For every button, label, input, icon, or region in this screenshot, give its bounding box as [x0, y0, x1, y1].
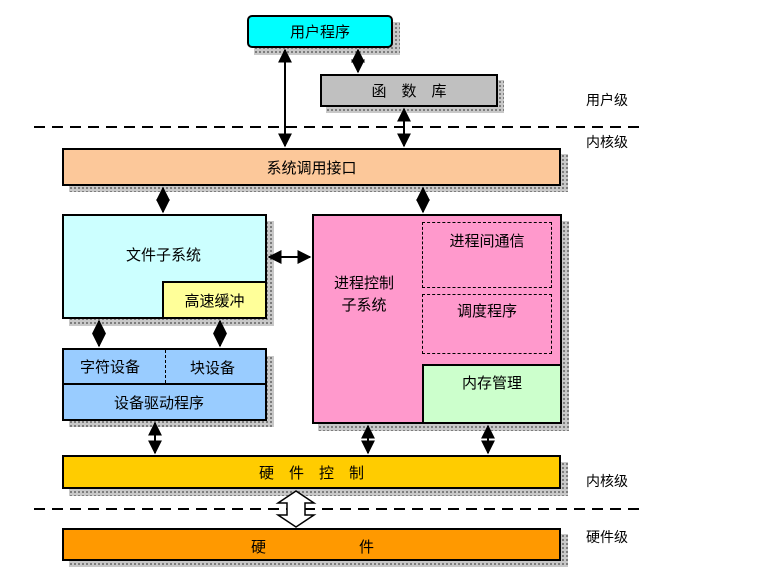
user-program-box: 用户程序 [247, 15, 393, 48]
scheduler-label: 调度程序 [456, 302, 517, 320]
memory-mgmt-label: 内存管理 [461, 374, 522, 392]
device-dashed-divider [165, 350, 166, 383]
scheduler-box: 调度程序 [422, 294, 552, 354]
syscall-interface-box: 系统调用接口 [62, 148, 561, 186]
hollow-double-arrow [275, 490, 317, 528]
syscall-interface-label: 系统调用接口 [266, 158, 357, 177]
level-hardware-label: 硬件级 [586, 530, 628, 546]
level-kernel-bottom-label: 内核级 [586, 474, 628, 490]
hardware-box: 硬 件 [62, 528, 561, 561]
buffer-cache-label: 高速缓冲 [184, 291, 245, 310]
ipc-label: 进程间通信 [449, 232, 525, 250]
process-control-label: 进程控制 子系统 [334, 274, 395, 314]
user-program-label: 用户程序 [289, 23, 350, 41]
buffer-cache-box: 高速缓冲 [162, 281, 267, 319]
device-divider-line [62, 383, 267, 385]
ipc-box: 进程间通信 [422, 222, 552, 288]
hardware-control-label: 硬 件 控 制 [258, 463, 364, 482]
hardware-control-box: 硬 件 控 制 [62, 455, 561, 489]
file-subsystem-label: 文件子系统 [126, 246, 202, 264]
char-device-label: 字符设备 [80, 358, 141, 376]
library-label: 函 数 库 [371, 82, 447, 100]
library-box: 函 数 库 [320, 74, 498, 107]
level-user-label: 用户级 [586, 93, 628, 109]
hardware-label-right: 件 [359, 538, 375, 556]
memory-mgmt-box: 内存管理 [422, 364, 562, 424]
block-device-label: 块设备 [190, 359, 236, 377]
device-driver-label: 设备驱动程序 [114, 394, 205, 412]
hardware-label-left: 硬 [251, 538, 267, 556]
level-kernel-top-label: 内核级 [586, 135, 628, 151]
